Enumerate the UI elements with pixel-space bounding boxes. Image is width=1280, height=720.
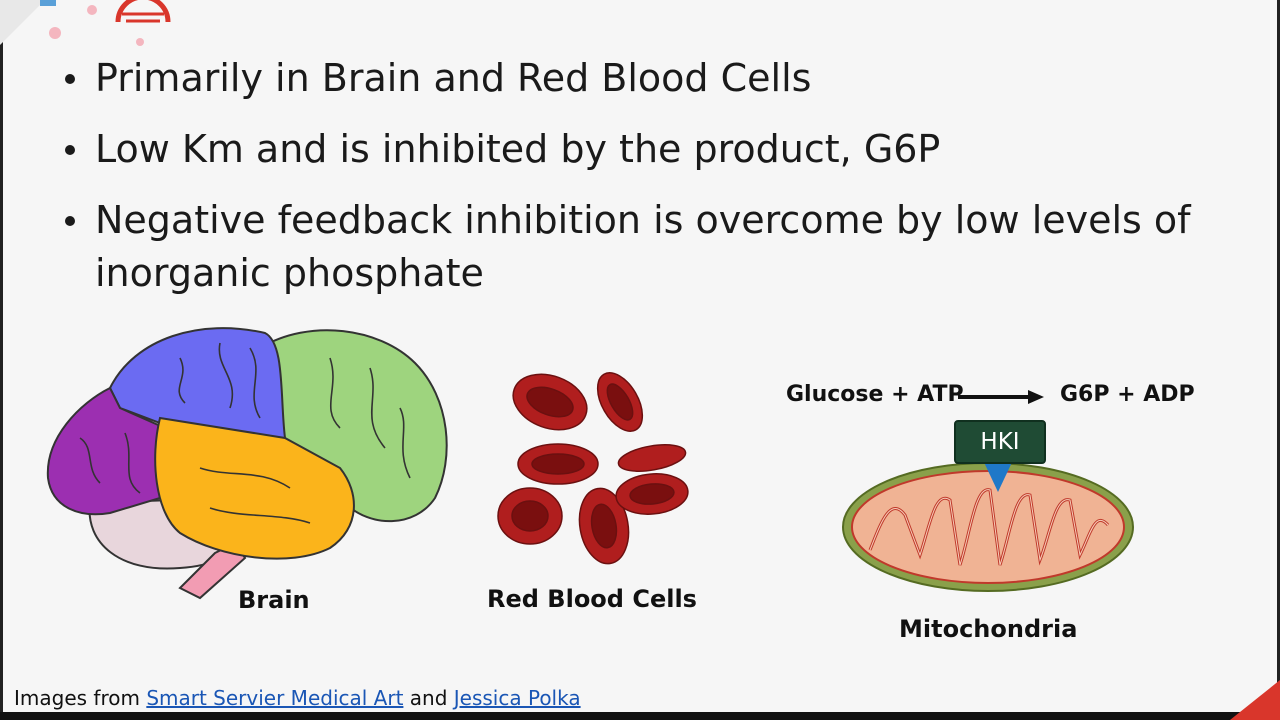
mitochondria-illustration bbox=[842, 462, 1134, 592]
slide-border-right bbox=[1277, 0, 1280, 720]
bullet-item: Low Km and is inhibited by the product, … bbox=[60, 123, 1240, 176]
reaction-arrow-icon bbox=[958, 390, 1044, 404]
slide-border-bottom bbox=[0, 712, 1280, 720]
bullet-item: Primarily in Brain and Red Blood Cells bbox=[60, 52, 1240, 105]
hki-enzyme-label: HKI bbox=[954, 420, 1046, 464]
red-blood-cells-caption: Red Blood Cells bbox=[487, 585, 697, 613]
reaction-substrates: Glucose + ATP bbox=[786, 382, 964, 407]
credit-middle: and bbox=[403, 686, 454, 710]
jessica-polka-link[interactable]: Jessica Polka bbox=[453, 686, 581, 710]
image-credit: Images from Smart Servier Medical Art an… bbox=[14, 686, 581, 710]
slide-border-left bbox=[0, 0, 3, 720]
red-blood-cells-illustration bbox=[497, 372, 689, 565]
corner-accent-icon bbox=[1230, 680, 1280, 720]
bullet-item: Negative feedback inhibition is overcome… bbox=[60, 194, 1240, 300]
corner-logo-icon bbox=[0, 0, 171, 46]
credit-prefix: Images from bbox=[14, 686, 147, 710]
bullet-list: Primarily in Brain and Red Blood Cells L… bbox=[60, 52, 1240, 318]
hki-pointer-icon bbox=[982, 458, 1014, 492]
brain-illustration bbox=[46, 327, 448, 600]
reaction-products: G6P + ADP bbox=[1060, 382, 1195, 407]
servier-link[interactable]: Smart Servier Medical Art bbox=[146, 686, 404, 710]
brain-caption: Brain bbox=[238, 586, 310, 614]
mitochondria-caption: Mitochondria bbox=[899, 615, 1078, 643]
